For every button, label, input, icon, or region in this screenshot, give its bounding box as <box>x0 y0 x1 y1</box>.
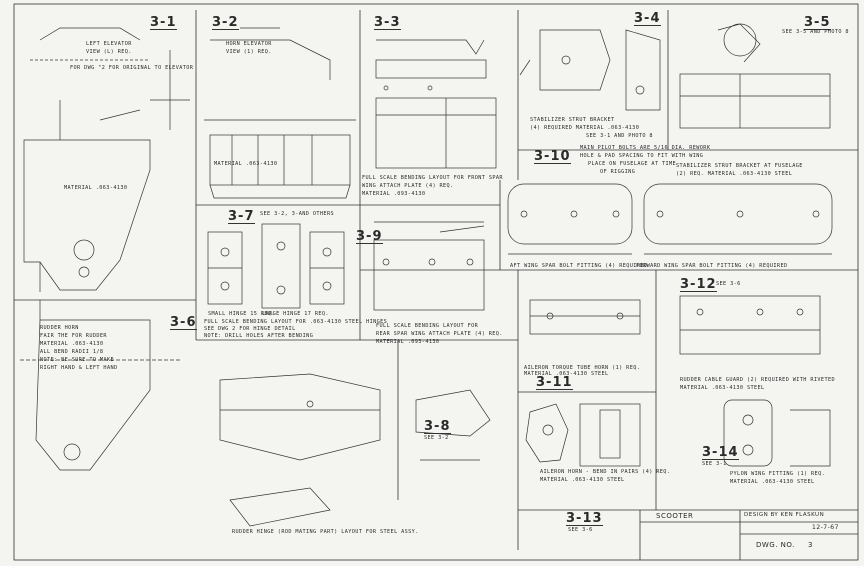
detail-number: 3-13 <box>566 511 603 526</box>
detail-note: RUDDER CABLE GUARD (2) REQUIRED WITH RIV… <box>680 377 836 383</box>
detail-note: SEE 3-1 <box>702 461 727 467</box>
detail-number: 3-2 <box>212 15 239 30</box>
detail-note: AILERON TORQUE TUBE HORN (1) REQ. <box>524 365 641 371</box>
title-designer: DESIGN BY KEN FLASKUN <box>744 512 825 518</box>
detail-number: 3-3 <box>374 15 401 30</box>
detail-note: FULL SCALE BENDING LAYOUT FOR .063-4130 … <box>204 319 388 325</box>
detail-note: ALL BEND RADII 1/8 <box>40 349 104 355</box>
detail-note: MATERIAL .063-4130 STEEL <box>524 371 609 377</box>
detail-note: FAIR THE FOR RUDDER <box>40 333 107 339</box>
detail-note: SEE 3-2, 3-AND OTHERS <box>260 211 334 217</box>
misc-note: AFT WING SPAR BOLT FITTING (4) REQUIRED <box>510 263 648 269</box>
detail-note: MATERIAL .063-4130 STEEL <box>680 385 765 391</box>
detail-number: 3-10 <box>534 149 571 164</box>
detail-number: 3-6 <box>170 315 197 330</box>
detail-note: MATERIAL .063-4130 <box>40 341 104 347</box>
misc-note: FORWARD WING SPAR BOLT FITTING (4) REQUI… <box>636 263 788 269</box>
detail-note: MAIN PILOT BOLTS ARE 5/16 DIA. REWORK <box>580 145 711 151</box>
detail-note: SEE 3-1 AND PHOTO 8 <box>586 133 653 139</box>
title-date: 12-7-67 <box>812 524 839 531</box>
detail-number: 3-9 <box>356 229 383 244</box>
detail-number: 3-14 <box>702 445 739 460</box>
title-dwg-number: 3 <box>808 541 813 549</box>
detail-note: HORN ELEVATOR <box>226 41 272 47</box>
detail-number: 3-8 <box>424 419 451 434</box>
detail-number: 3-5 <box>804 15 831 30</box>
detail-note: MATERIAL .093-4130 <box>362 191 426 197</box>
detail-note: RIGHT HAND & LEFT HAND <box>40 365 118 371</box>
detail-material: MATERIAL .063-4130 <box>214 161 278 167</box>
detail-note: STABILIZER STRUT BRACKET <box>530 117 615 123</box>
detail-note: SEE 3-6 <box>716 281 741 287</box>
detail-note: SEE 3-5 AND PHOTO 8 <box>782 29 849 35</box>
detail-note: OF RIGGING <box>600 169 636 175</box>
detail-note: VIEW (L) REQ. <box>86 49 132 55</box>
detail-note: PLACE ON FUSELAGE AT TIME <box>588 161 677 167</box>
detail-material: MATERIAL .063-4130 <box>64 185 128 191</box>
detail-note: SEE 3-6 <box>568 527 593 533</box>
detail-note: SMALL HINGE 15 REQ. <box>208 311 275 317</box>
detail-number: 3-1 <box>150 15 177 30</box>
detail-note: STABILIZER STRUT BRACKET AT FUSELAGE <box>676 163 803 169</box>
detail-note: (2) REQ. MATERIAL .063-4130 STEEL <box>676 171 793 177</box>
detail-note: NOTE: BE SURE TO MAKE <box>40 357 114 363</box>
detail-note: FULL SCALE BENDING LAYOUT FOR <box>376 323 479 329</box>
detail-note: NOTE: DRILL HOLES AFTER BENDING <box>204 333 314 339</box>
detail-note: WING ATTACH PLATE (4) REQ. <box>362 183 454 189</box>
detail-number: 3-12 <box>680 277 717 292</box>
detail-note: VIEW (1) REQ. <box>226 49 272 55</box>
detail-number: 3-11 <box>536 375 573 390</box>
title-project: SCOOTER <box>656 512 694 520</box>
detail-note: MATERIAL .063-4130 STEEL <box>730 479 815 485</box>
detail-note: SEE 3-2 <box>424 435 449 441</box>
detail-note: MATERIAL .063-4130 STEEL <box>540 477 625 483</box>
detail-note: FULL SCALE BENDING LAYOUT FOR FRONT SPAR <box>362 175 503 181</box>
detail-note: HOLE & PAD SPACING TO FIT WITH WING <box>580 153 704 159</box>
detail-note: LEFT ELEVATOR <box>86 41 132 47</box>
detail-note: AILERON HORN - BEND IN PAIRS (4) REQ. <box>540 469 671 475</box>
detail-note: REAR SPAR WING ATTACH PLATE (4) REQ. <box>376 331 503 337</box>
detail-note: SEE DWG 2 FOR HINGE DETAIL <box>204 326 296 332</box>
detail-note: (4) REQUIRED MATERIAL .063-4130 <box>530 125 640 131</box>
detail-note: FOR DWG "2 FOR ORIGINAL TO ELEVATOR <box>70 65 194 71</box>
detail-number: 3-7 <box>228 209 255 224</box>
detail-number: 3-4 <box>634 11 661 26</box>
detail-note: LARGE HINGE 17 REQ. <box>262 311 329 317</box>
detail-note: PYLON WING FITTING (1) REQ. <box>730 471 826 477</box>
detail-note: RUDDER HORN <box>40 325 79 331</box>
detail-note: MATERIAL .093-4130 <box>376 339 440 345</box>
misc-note: RUDDER HINGE (ROD MATING PART) LAYOUT FO… <box>232 529 419 535</box>
title-dwg-label: DWG. NO. <box>756 541 795 549</box>
